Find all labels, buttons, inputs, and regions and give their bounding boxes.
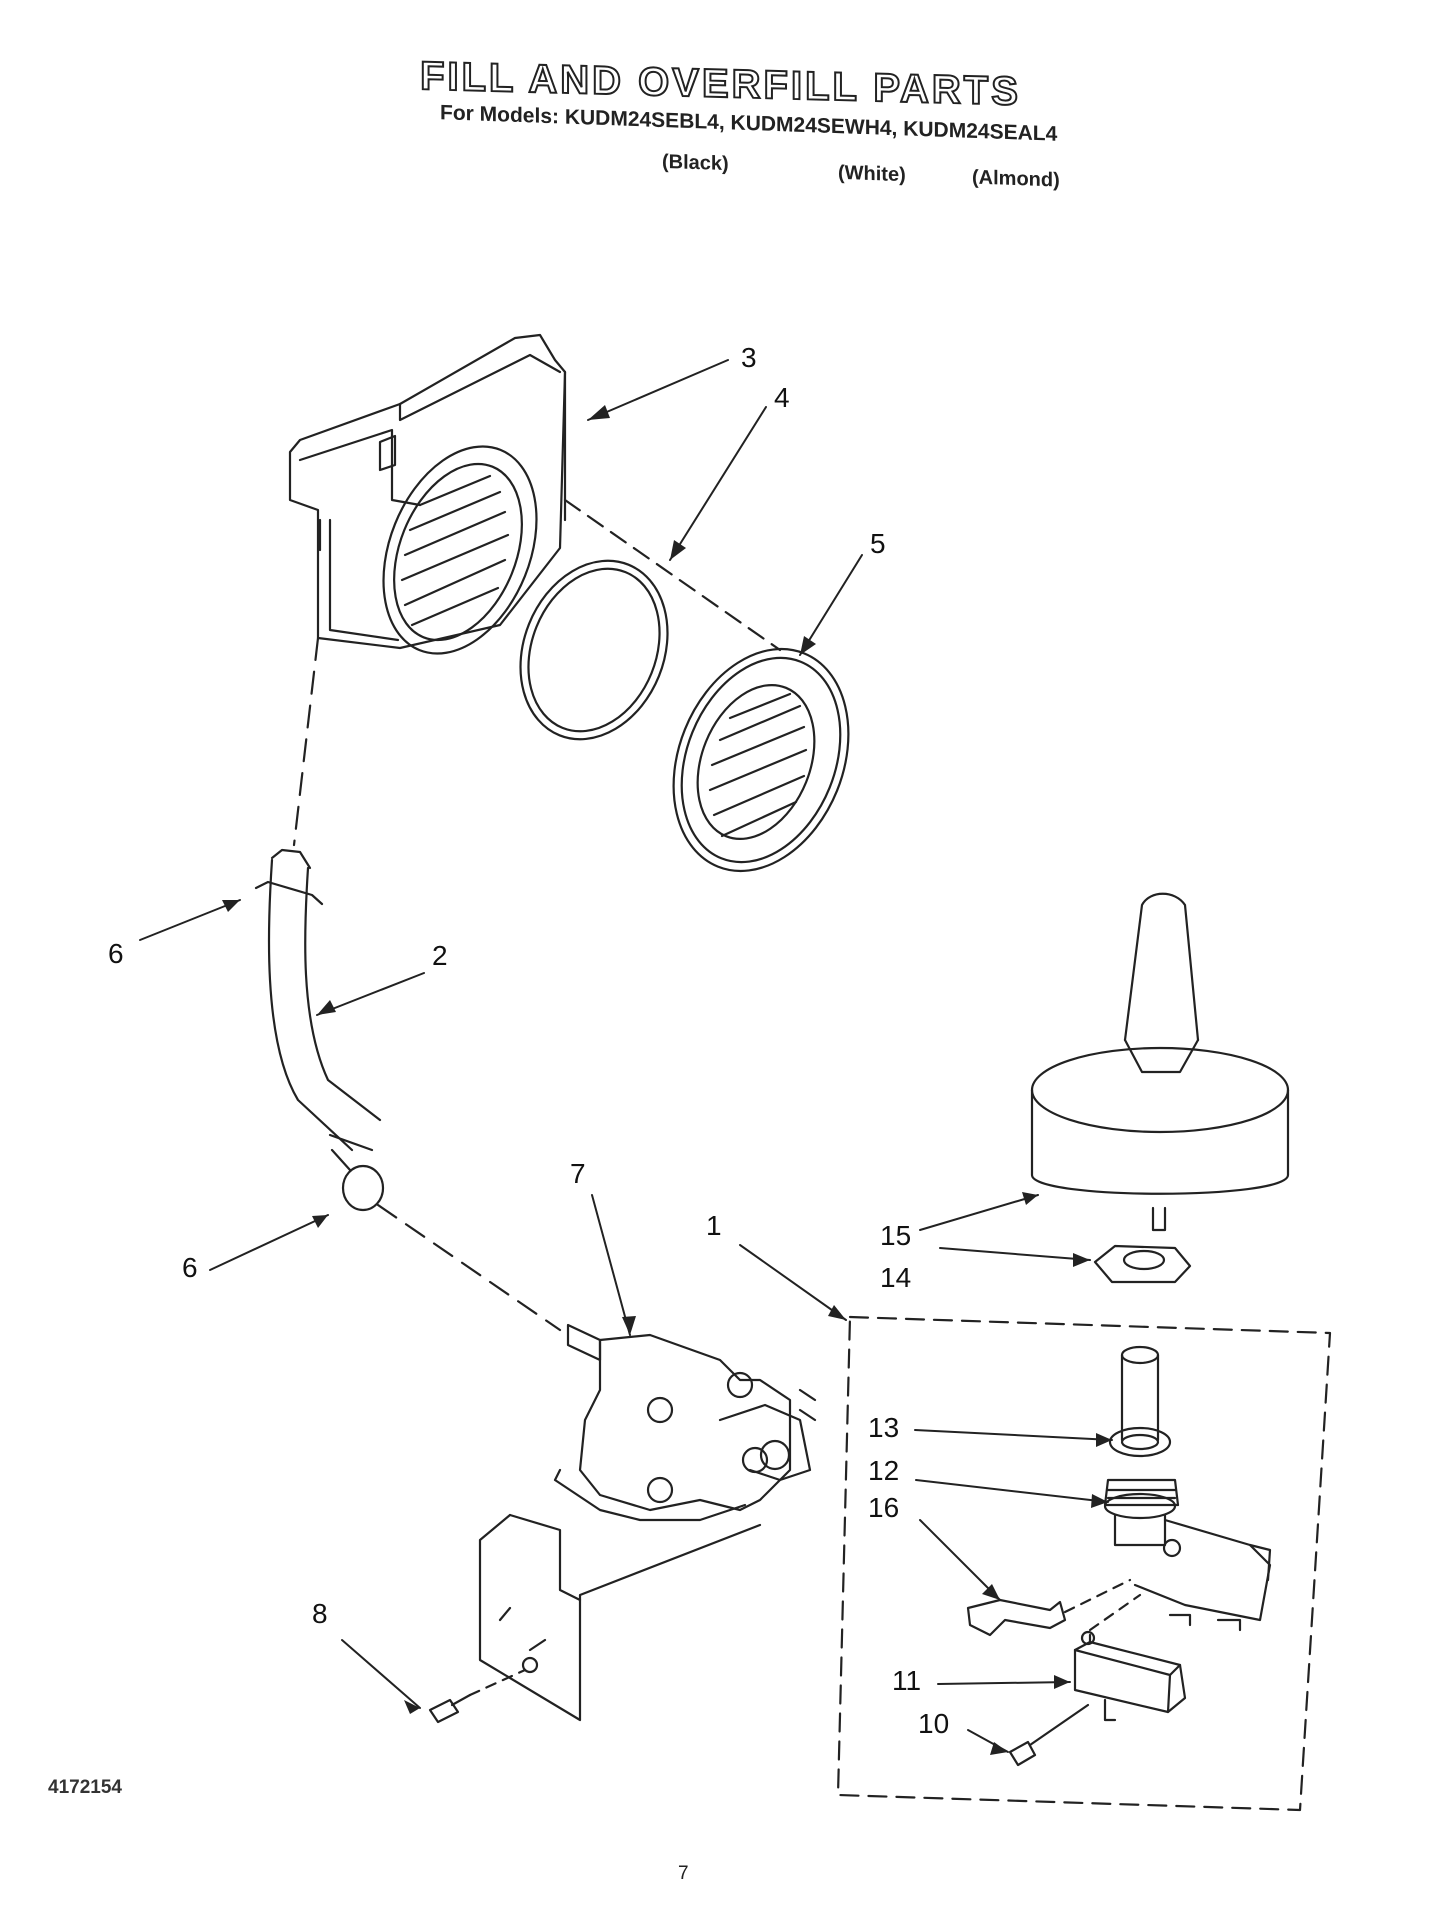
float-stem <box>1103 1345 1182 1558</box>
screw-8 <box>428 1668 527 1724</box>
callout-10: 10 <box>918 1708 950 1739</box>
callout-11: 11 <box>892 1665 922 1696</box>
callout-2: 2 <box>432 940 448 971</box>
arrowheads <box>222 405 1112 1755</box>
callout-6-lower: 6 <box>182 1252 198 1283</box>
page-number: 7 <box>678 1863 689 1884</box>
screw-10 <box>1008 1703 1090 1767</box>
leader-lines <box>139 359 1113 1753</box>
gasket-ring <box>519 559 669 741</box>
switch-bracket <box>1133 1518 1272 1632</box>
assembly-box <box>836 1315 1332 1812</box>
callout-16: 16 <box>868 1492 900 1523</box>
callout-7: 7 <box>570 1158 586 1189</box>
fill-hose <box>254 848 385 1212</box>
water-inlet-valve <box>478 1323 817 1722</box>
float <box>1030 892 1290 1232</box>
callout-4: 4 <box>774 382 790 413</box>
fill-funnel-housing <box>288 333 567 655</box>
callout-12: 12 <box>868 1455 900 1486</box>
part-number-code: 4172154 <box>48 1777 122 1798</box>
callout-6-upper: 6 <box>108 938 124 969</box>
microswitch <box>1073 1593 1187 1722</box>
callout-13: 13 <box>868 1412 900 1443</box>
callout-14: 14 <box>880 1262 912 1293</box>
callout-8: 8 <box>312 1598 328 1629</box>
callout-15: 15 <box>880 1220 912 1251</box>
callout-3: 3 <box>741 342 757 373</box>
callout-5: 5 <box>870 528 886 559</box>
lever <box>966 1578 1132 1637</box>
grille-cover <box>672 647 850 873</box>
callout-1: 1 <box>706 1210 722 1241</box>
nut <box>1093 1244 1192 1284</box>
